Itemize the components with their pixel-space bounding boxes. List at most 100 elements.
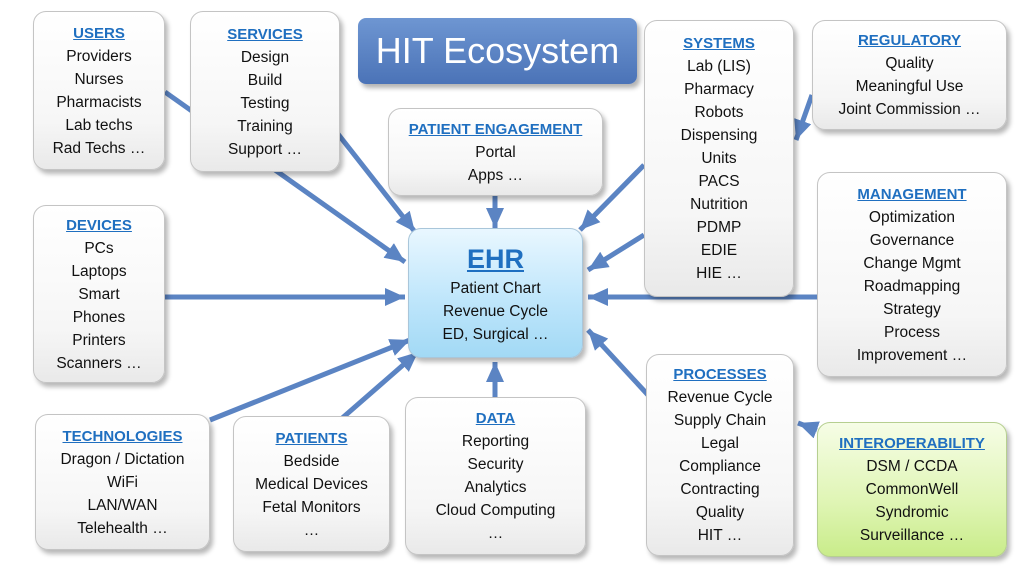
list-item: … (303, 521, 320, 539)
list-item: Meaningful Use (855, 78, 964, 95)
list-item: Bedside (283, 452, 340, 470)
list-item: Surveillance … (859, 527, 965, 544)
list-item: Fetal Monitors (262, 498, 361, 516)
list-item: HIE … (696, 265, 742, 282)
processes-heading: PROCESSES (673, 366, 767, 383)
list-item: Lab (LIS) (687, 58, 751, 75)
systems-heading: SYSTEMS (683, 35, 755, 52)
page-title: HIT Ecosystem (358, 18, 637, 84)
list-item: Revenue Cycle (442, 302, 549, 320)
devices-heading: DEVICES (66, 216, 132, 234)
list-item: Dragon / Dictation (60, 450, 185, 468)
list-item: Patient Chart (450, 279, 541, 297)
list-item: CommonWell (865, 481, 959, 498)
patients-list: Bedside Medical Devices Fetal Monitors … (255, 450, 368, 542)
systems-list: Lab (LIS) Pharmacy Robots Dispensing Uni… (681, 55, 758, 285)
arrow-technologies-to-ehr (209, 337, 411, 423)
list-item: Analytics (464, 479, 527, 496)
services-box: SERVICES Design Build Testing Training S… (190, 11, 340, 172)
technologies-list: Dragon / Dictation WiFi LAN/WAN Teleheal… (60, 448, 184, 540)
ehr-heading: EHR (466, 243, 524, 274)
arrow-regulatory-to-systems (793, 94, 815, 141)
list-item: Contracting (680, 481, 760, 498)
list-item: ED, Surgical … (442, 325, 549, 343)
list-item: Compliance (679, 458, 761, 475)
interoperability-heading: INTEROPERABILITY (839, 435, 985, 452)
list-item: Pharmacy (684, 81, 754, 98)
regulatory-list: Quality Meaningful Use Joint Commission … (838, 52, 980, 121)
list-item: Change Mgmt (863, 254, 961, 272)
list-item: Security (467, 456, 524, 473)
list-item: Syndromic (875, 504, 949, 521)
management-list: Optimization Governance Change Mgmt Road… (857, 206, 967, 367)
ehr-list: Patient Chart Revenue Cycle ED, Surgical… (443, 277, 549, 346)
list-item: Supply Chain (673, 412, 767, 429)
list-item: Improvement … (856, 346, 968, 364)
arrow-interoperability-to-processes (797, 420, 820, 439)
list-item: EDIE (700, 242, 738, 259)
list-item: Quality (885, 55, 934, 72)
list-item: Strategy (883, 300, 941, 318)
list-item: Build (247, 71, 283, 89)
list-item: PDMP (696, 219, 742, 236)
list-item: Training (237, 117, 293, 135)
list-item: Scanners … (56, 354, 142, 372)
list-item: LAN/WAN (87, 496, 158, 514)
list-item: Rad Techs … (52, 139, 146, 157)
list-item: … (487, 525, 504, 542)
processes-list: Revenue Cycle Supply Chain Legal Complia… (667, 386, 772, 547)
users-box: USERS Providers Nurses Pharmacists Lab t… (33, 11, 165, 170)
list-item: Pharmacists (56, 93, 142, 111)
list-item: HIT … (697, 527, 743, 544)
list-item: Revenue Cycle (667, 389, 773, 406)
services-heading: SERVICES (227, 25, 303, 43)
list-item: DSM / CCDA (866, 458, 958, 475)
patient-engagement-list: Portal Apps … (468, 141, 523, 187)
management-box: MANAGEMENT Optimization Governance Chang… (817, 172, 1007, 377)
regulatory-heading: REGULATORY (857, 32, 962, 49)
list-item: Telehealth … (77, 519, 168, 537)
list-item: Nurses (74, 70, 124, 88)
list-item: Nutrition (690, 196, 748, 213)
list-item: Lab techs (65, 116, 133, 134)
users-list: Providers Nurses Pharmacists Lab techs R… (53, 45, 146, 160)
users-heading: USERS (73, 24, 125, 42)
patient-engagement-heading: PATIENT ENGAGEMENT (408, 120, 583, 138)
list-item: WiFi (107, 473, 138, 491)
list-item: Robots (694, 104, 744, 121)
technologies-heading: TECHNOLOGIES (62, 427, 183, 445)
interoperability-list: DSM / CCDA CommonWell Syndromic Surveill… (860, 455, 964, 547)
technologies-box: TECHNOLOGIES Dragon / Dictation WiFi LAN… (35, 414, 210, 550)
list-item: Cloud Computing (435, 502, 556, 519)
interoperability-box: INTEROPERABILITY DSM / CCDA CommonWell S… (817, 422, 1007, 557)
arrow-systems-to-ehr-lower (586, 232, 646, 273)
list-item: Reporting (461, 433, 530, 450)
arrow-systems-to-ehr (578, 163, 646, 232)
patient-engagement-box: PATIENT ENGAGEMENT Portal Apps … (388, 108, 603, 196)
patients-heading: PATIENTS (275, 429, 348, 447)
data-list: Reporting Security Analytics Cloud Compu… (436, 430, 556, 545)
list-item: Process (883, 323, 940, 341)
list-item: Units (701, 150, 737, 167)
list-item: Printers (72, 331, 126, 349)
list-item: Quality (695, 504, 745, 521)
list-item: Providers (66, 47, 132, 65)
list-item: Joint Commission … (838, 101, 981, 118)
regulatory-box: REGULATORY Quality Meaningful Use Joint … (812, 20, 1007, 130)
services-list: Design Build Testing Training Support … (228, 46, 302, 161)
patients-box: PATIENTS Bedside Medical Devices Fetal M… (233, 416, 390, 552)
arrow-processes-to-ehr (586, 328, 650, 397)
list-item: PCs (84, 239, 114, 257)
list-item: Apps … (467, 166, 524, 184)
data-heading: DATA (475, 410, 516, 427)
arrow-patients-to-ehr (338, 350, 420, 422)
list-item: Roadmapping (863, 277, 961, 295)
list-item: Design (240, 48, 290, 66)
ehr-box: EHR Patient Chart Revenue Cycle ED, Surg… (408, 228, 583, 358)
list-item: Testing (240, 94, 290, 112)
list-item: Support … (227, 140, 303, 158)
list-item: Phones (72, 308, 126, 326)
list-item: Governance (869, 231, 955, 249)
list-item: Medical Devices (255, 475, 368, 493)
list-item: PACS (698, 173, 740, 190)
